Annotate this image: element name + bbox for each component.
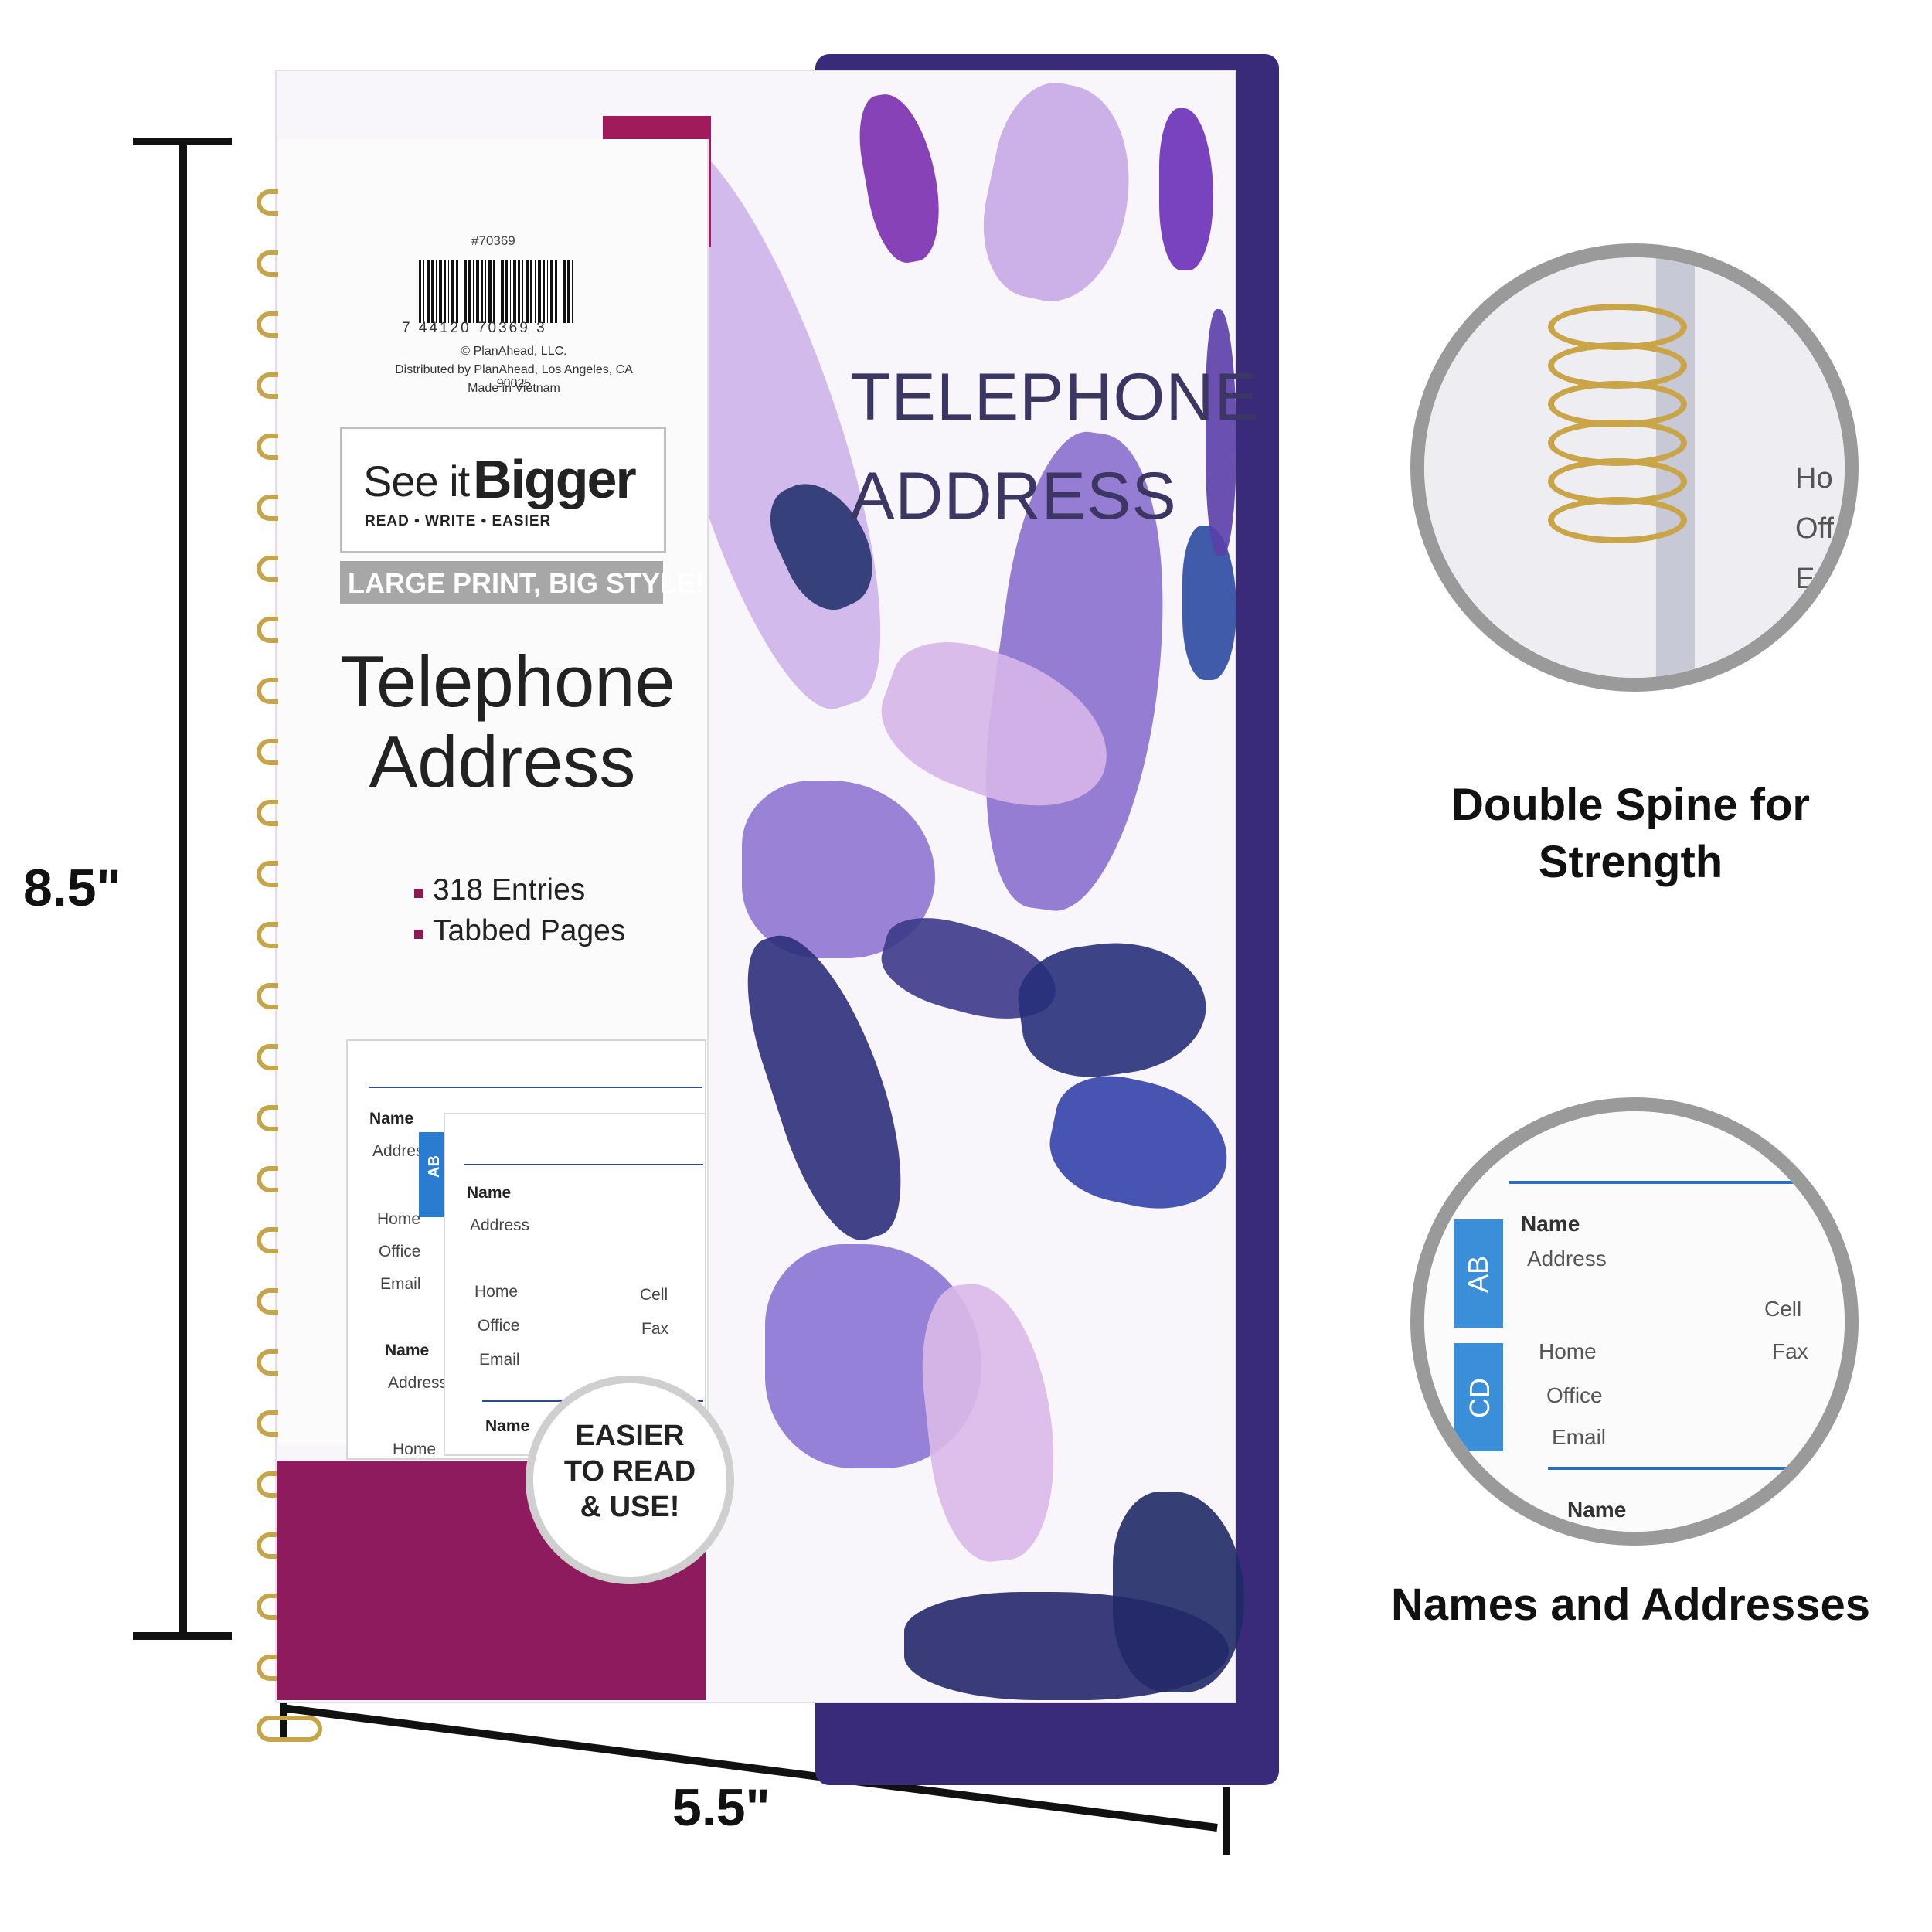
spine-caption-line2: Strength — [1538, 837, 1723, 887]
barcode-digits: 7 44120 70369 3 — [402, 320, 547, 336]
spine-zoom-circle: Ho Off Em — [1410, 243, 1859, 692]
cover-title-line1: TELEPHONE — [850, 360, 1260, 434]
page-office-label: Office — [379, 1243, 421, 1260]
bullet-icon — [414, 889, 423, 898]
feature-tabbed-pages: Tabbed Pages — [433, 914, 626, 947]
brush-stroke — [904, 1592, 1229, 1700]
spine-partial-email: Em — [1795, 563, 1839, 595]
page-email-label: Email — [479, 1351, 520, 1369]
sku-number: #70369 — [471, 233, 515, 248]
zoom-name-label: Name — [1567, 1498, 1627, 1522]
easier-badge — [526, 1376, 734, 1584]
zoom-home-label: Home — [1539, 1339, 1597, 1363]
badge-line1: EASIER — [575, 1420, 685, 1452]
brand-logo-box — [340, 427, 666, 553]
zoom-address-label: Address — [1527, 1247, 1607, 1270]
spine-caption: Double Spine for Strength — [1360, 777, 1901, 891]
page-rule — [1509, 1181, 1845, 1184]
width-dimension-cap-right — [1223, 1787, 1230, 1855]
zoom-fax-label: Fax — [1772, 1339, 1808, 1363]
spine-partial-home: Ho — [1795, 462, 1833, 495]
large-print-banner-text: LARGE PRINT, BIG STYLE! — [348, 567, 706, 599]
page-rule — [464, 1164, 703, 1165]
page-address-label: Address — [372, 1142, 433, 1160]
publisher-text: © PlanAhead, LLC. — [461, 345, 567, 358]
spiral-ring — [1548, 497, 1687, 543]
names-zoom-circle: AB CD Name Address Cell Home Fax Office … — [1410, 1097, 1859, 1546]
brush-stroke — [1159, 108, 1213, 270]
spine-partial-office: Off — [1795, 512, 1834, 545]
page-name-label: Name — [485, 1417, 530, 1435]
tab-cd-label: CD — [1464, 1378, 1495, 1418]
cover-title-line2: ADDRESS — [850, 459, 1177, 533]
label-title-line1: Telephone — [340, 641, 675, 722]
page-fax-label: Fax — [641, 1320, 669, 1338]
feature-entries: 318 Entries — [433, 873, 586, 906]
height-label: 8.5" — [23, 859, 121, 917]
label-title: Telephone Address — [340, 641, 675, 802]
label-title-line2: Address — [369, 721, 636, 802]
page-cell-label: Cell — [640, 1286, 668, 1304]
tab-ab — [419, 1132, 447, 1217]
badge-line2: TO READ — [563, 1455, 696, 1488]
width-dimension-cap-left — [280, 1669, 287, 1737]
page-name-label: Name — [385, 1342, 430, 1359]
tab-cd — [1454, 1343, 1503, 1451]
page-office-label: Office — [478, 1317, 520, 1335]
easier-badge-text: EASIER TO READ & USE! — [526, 1418, 734, 1525]
page-email-label: Email — [380, 1275, 421, 1293]
page-home-label: Home — [377, 1210, 421, 1228]
page-home-label: Home — [393, 1440, 437, 1458]
height-dimension-cap-top — [133, 138, 232, 145]
brush-stroke — [1206, 309, 1236, 556]
height-dimension-line — [179, 139, 187, 1638]
brand-bigger: Bigger — [473, 449, 637, 509]
cover-title: TELEPHONE ADDRESS — [850, 348, 1260, 546]
names-caption: Names and Addresses — [1390, 1580, 1871, 1630]
barcode-icon — [419, 260, 573, 323]
zoom-cell-label: Cell — [1764, 1297, 1802, 1321]
zoom-office-label: Office — [1546, 1383, 1603, 1407]
large-print-banner — [340, 561, 663, 604]
width-label: 5.5" — [672, 1778, 770, 1837]
page-home-label: Home — [474, 1283, 519, 1301]
height-dimension-cap-bottom — [133, 1632, 232, 1640]
page-name-label: Name — [369, 1110, 414, 1128]
zoom-name-label: Name — [1521, 1212, 1580, 1236]
distributor-text: Distributed by PlanAhead, Los Angeles, C… — [395, 363, 633, 390]
badge-line3: & USE! — [580, 1491, 680, 1523]
page-name-label: Name — [467, 1184, 512, 1202]
page-address-label: Address — [388, 1374, 448, 1392]
spine-caption-line1: Double Spine for — [1451, 780, 1810, 830]
bullet-icon — [414, 930, 423, 939]
tab-ab-label: AB — [425, 1155, 443, 1178]
origin-text: Made in Vietnam — [468, 382, 560, 395]
page-address-label: Address — [470, 1216, 530, 1234]
tab-ab — [1454, 1219, 1503, 1328]
page-rule — [369, 1087, 702, 1088]
zoom-email-label: Email — [1552, 1425, 1607, 1449]
brand-tagline: READ • WRITE • EASIER — [365, 513, 552, 529]
spiral-coil — [257, 1716, 322, 1742]
brand-see-it: See it — [363, 457, 470, 505]
tab-ab-label: AB — [1462, 1255, 1495, 1294]
brush-stroke — [1182, 526, 1236, 680]
page-rule — [1548, 1467, 1845, 1470]
